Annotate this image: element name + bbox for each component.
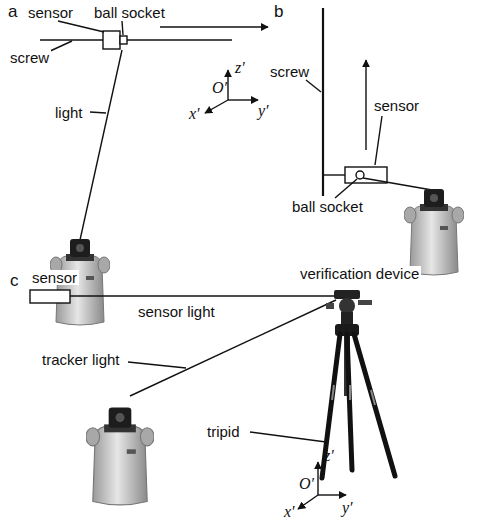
- part-name: ball socket: [92, 5, 167, 20]
- screw-line: [40, 39, 232, 40]
- part-name: verification device: [298, 266, 421, 281]
- axis-arrow: [205, 100, 228, 113]
- sensor-arm: [323, 174, 345, 175]
- leader-line: [306, 80, 321, 92]
- axis-arrow: [298, 495, 318, 509]
- axis-label: x′: [282, 504, 297, 520]
- axis-label: O′: [210, 80, 229, 96]
- motion-arrow: [160, 26, 268, 27]
- panel-letter: a: [6, 3, 19, 20]
- part-name: sensor: [372, 98, 421, 113]
- sensor-light-beam: [70, 295, 336, 296]
- leader-line: [335, 179, 357, 198]
- axis-arrow: [228, 99, 258, 100]
- part-name: screw: [268, 64, 311, 79]
- leader-line: [375, 116, 382, 165]
- leader-line: [250, 432, 326, 442]
- laser-tracker: [404, 189, 464, 275]
- screw-line: [322, 8, 324, 196]
- axis-label: z′: [233, 60, 247, 76]
- part-name: tripid: [205, 424, 242, 439]
- leader-line: [48, 41, 72, 52]
- panel-b-art: [306, 8, 432, 198]
- leader-line: [90, 112, 106, 113]
- axis-label: y′: [340, 500, 355, 516]
- leader-line: [122, 21, 123, 35]
- part-name: sensor: [26, 5, 75, 20]
- sensor-box: [103, 31, 120, 49]
- panel-letter: b: [272, 3, 285, 20]
- tracker-light-beam: [130, 300, 336, 396]
- part-name: sensor: [30, 270, 79, 285]
- axis-label: y′: [256, 103, 271, 119]
- leader-line: [128, 362, 186, 368]
- axis-arrow: [318, 494, 346, 495]
- axis-label: x′: [187, 106, 202, 122]
- panel-letter: c: [8, 272, 21, 289]
- panel-c-art: [30, 290, 346, 509]
- axis-label: z′: [322, 448, 336, 464]
- axis-arrow: [227, 70, 228, 100]
- leader-line: [58, 21, 104, 32]
- part-name: light: [53, 105, 85, 120]
- part-name: screw: [8, 50, 51, 65]
- laser-tracker: [86, 407, 154, 504]
- light-beam: [363, 178, 432, 190]
- tripod: [322, 290, 395, 478]
- sensor-box: [30, 290, 70, 303]
- light-beam: [80, 50, 122, 240]
- axis-arrow: [317, 462, 318, 495]
- ball-socket: [120, 36, 127, 44]
- part-name: sensor light: [136, 304, 217, 319]
- ball-socket: [356, 171, 364, 179]
- motion-arrow: [365, 60, 366, 150]
- part-name: tracker light: [40, 352, 122, 367]
- part-name: ball socket: [290, 199, 365, 214]
- panel-a-art: [40, 21, 268, 240]
- axis-label: O′: [297, 476, 316, 492]
